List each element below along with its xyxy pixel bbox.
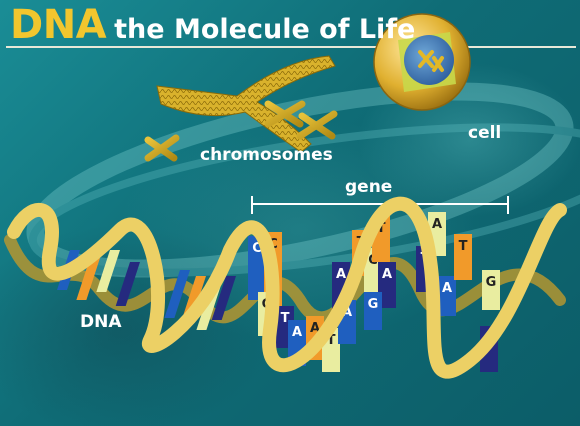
title-rest: the Molecule of Life <box>114 14 416 45</box>
base-letter: T <box>459 239 468 254</box>
base-letter: A <box>336 267 346 282</box>
base-letter: C <box>252 241 262 256</box>
base-pair-rung <box>76 258 100 300</box>
base-pair-rung <box>454 234 472 280</box>
gene-label: gene <box>345 177 393 197</box>
base-letter: T <box>327 333 336 348</box>
chromosomes-illustration <box>144 55 338 162</box>
base-letter: A <box>432 217 442 232</box>
base-pair-rung <box>378 262 396 308</box>
base-pair-rung <box>164 270 190 318</box>
base-pair-rung <box>482 270 500 310</box>
base-letter: A <box>342 305 352 320</box>
chromosomes-label: chromosomes <box>200 145 333 165</box>
base-letter: G <box>486 275 497 290</box>
base-pair-rung <box>115 262 140 306</box>
cell-label: cell <box>468 123 502 143</box>
base-pair-rung <box>364 292 382 330</box>
base-letter: T <box>281 311 290 326</box>
base-pair-rung <box>96 250 120 292</box>
base-letter: A <box>292 325 302 340</box>
base-pair-rung <box>211 276 236 320</box>
base-letter: A <box>310 321 320 336</box>
base-pair-rung <box>438 276 456 316</box>
base-letter: T <box>377 221 386 236</box>
dna-label: DNA <box>80 312 122 332</box>
cell-illustration <box>373 13 471 111</box>
base-letter: A <box>442 281 452 296</box>
base-letter: A <box>382 267 392 282</box>
title-emphasis: DNA <box>10 2 107 48</box>
helix-front-strand <box>7 196 567 379</box>
gene-bracket <box>251 196 509 214</box>
page-title: DNA the Molecule of Life <box>10 2 416 48</box>
base-letter: G <box>368 297 379 312</box>
